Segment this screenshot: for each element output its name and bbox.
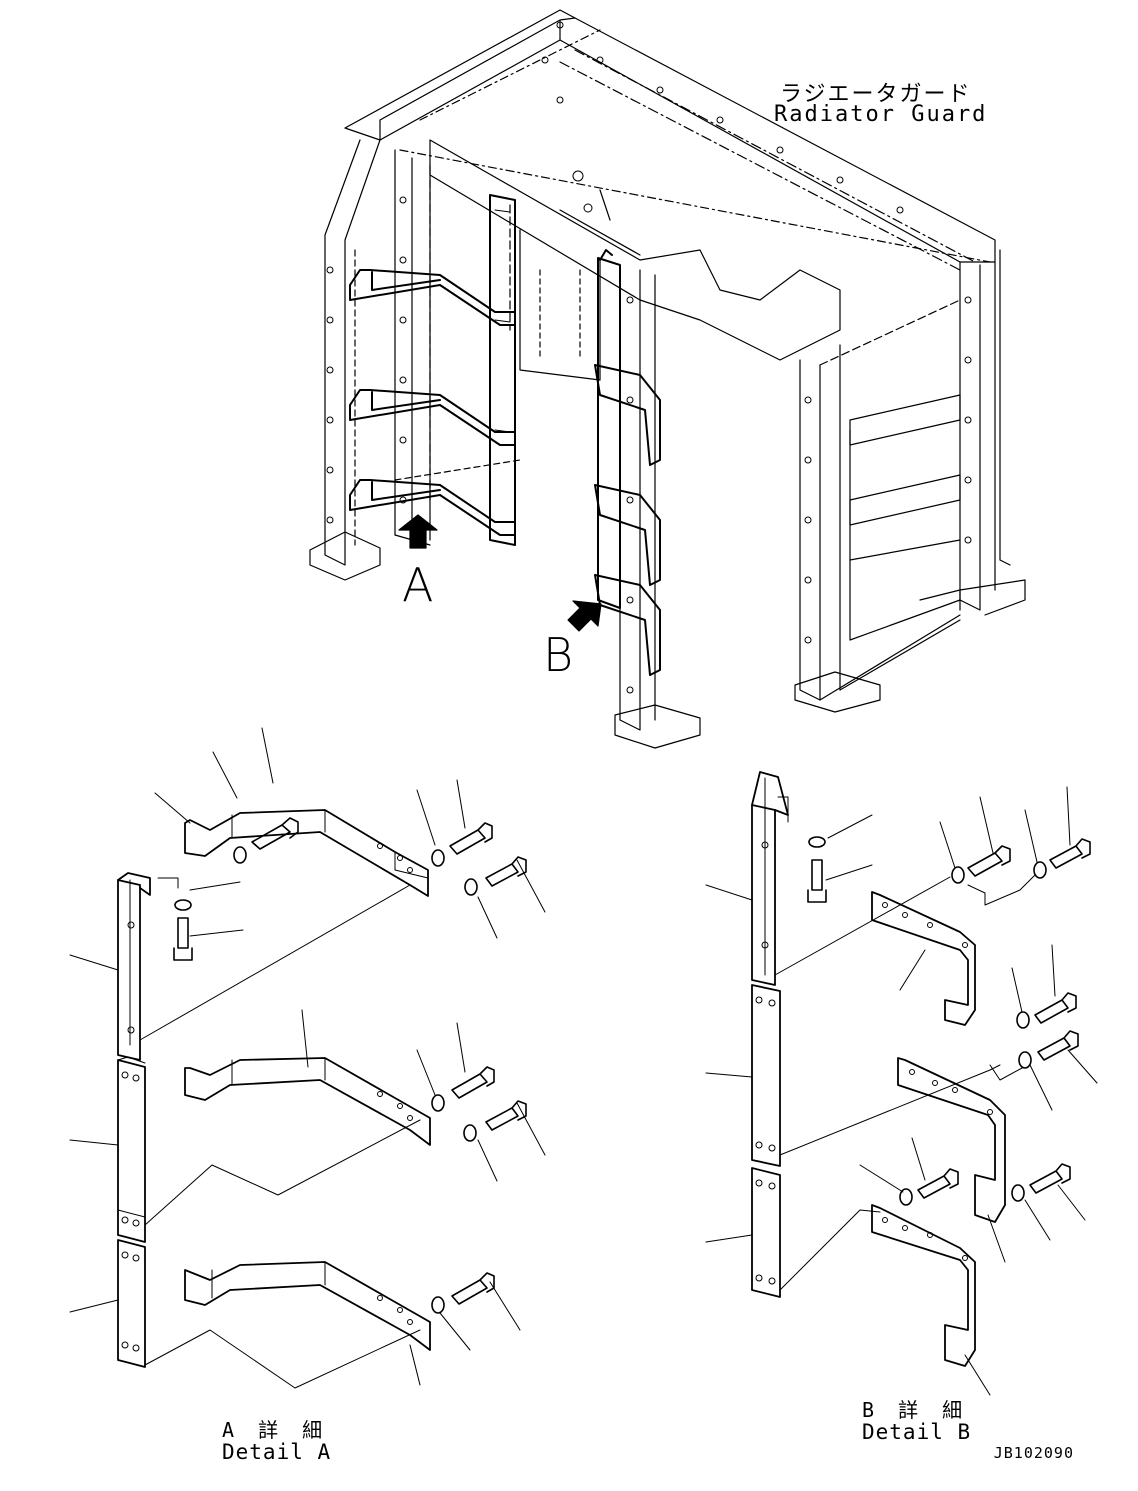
ladder-b-installed xyxy=(595,250,660,675)
detail-b-caption-english: Detail B xyxy=(862,1420,972,1444)
frame-bolt-holes xyxy=(327,22,971,693)
title-japanese: ラジエータガード xyxy=(780,82,972,107)
detail-b-leader-lines xyxy=(706,787,1097,1395)
detail-a-drawing xyxy=(118,810,430,1367)
detail-a-caption-english: Detail A xyxy=(222,1440,332,1464)
radiator-guard-frame xyxy=(310,10,1025,748)
drawing-number: JB102090 xyxy=(993,1444,1074,1462)
callout-label-b: B xyxy=(543,628,574,682)
title-english: Radiator Guard xyxy=(774,102,988,127)
arrow-b-icon xyxy=(568,601,601,631)
callout-label-a: A xyxy=(402,558,434,612)
detail-a-caption-japanese: A 詳 細 xyxy=(222,1418,329,1442)
detail-b-caption-japanese: B 詳 細 xyxy=(862,1398,969,1422)
detail-a-leader-lines xyxy=(70,728,545,1388)
ladder-a-installed xyxy=(350,195,515,545)
detail-b-fasteners xyxy=(808,837,1090,1205)
arrow-a-icon xyxy=(399,515,437,548)
detail-b-drawing xyxy=(752,772,1005,1366)
detail-a-fasteners xyxy=(174,818,526,1313)
